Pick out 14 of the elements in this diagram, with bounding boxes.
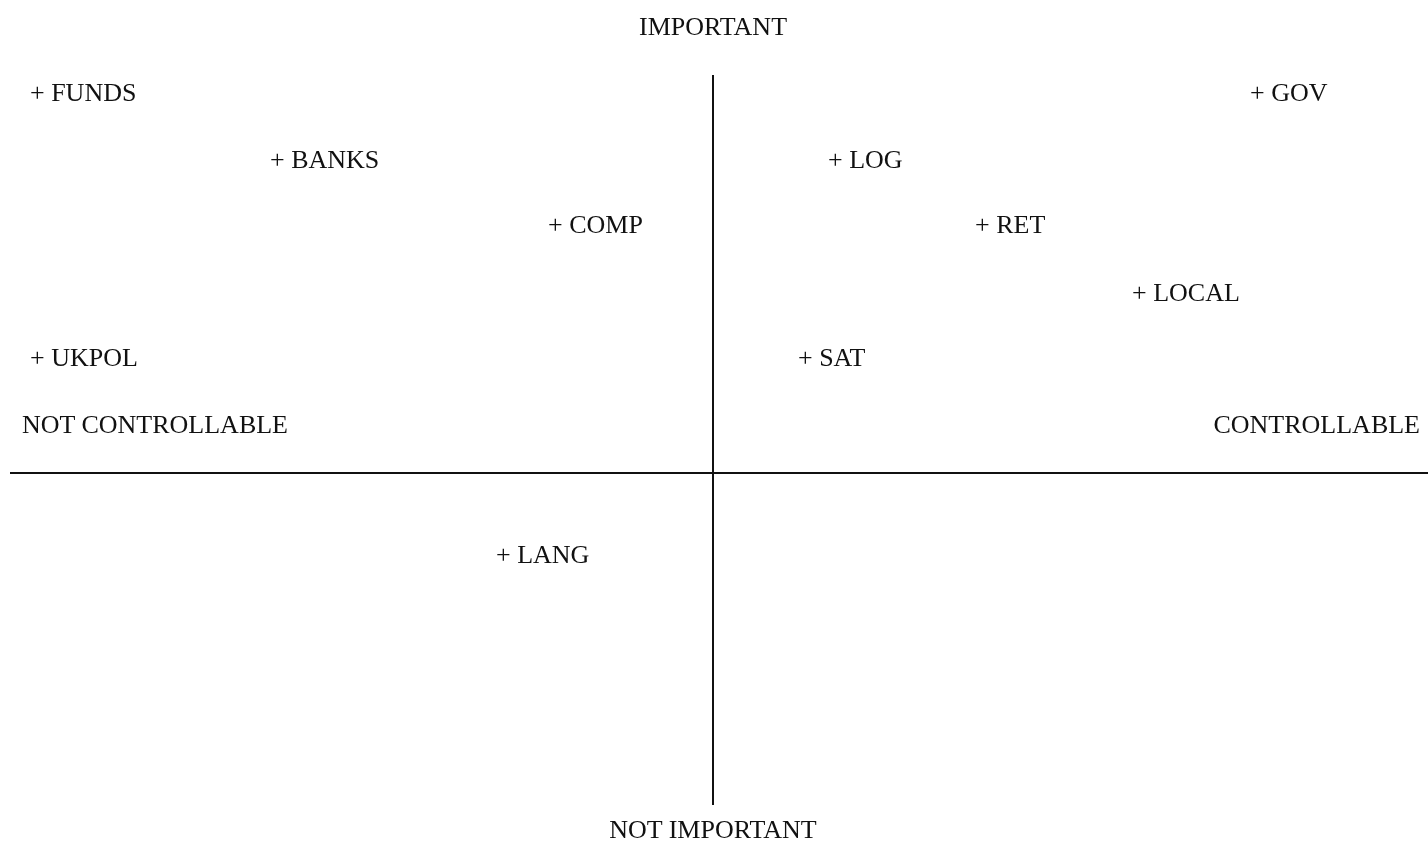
point-label: + LOG (828, 145, 903, 175)
point-label: + GOV (1250, 78, 1328, 108)
point-label: + LANG (496, 540, 590, 570)
point-label: + BANKS (270, 145, 380, 175)
point-label: + FUNDS (30, 78, 137, 108)
point-label: + RET (975, 210, 1046, 240)
axis-label: CONTROLLABLE (1213, 410, 1420, 440)
point-label: + COMP (548, 210, 643, 240)
point-label: + SAT (798, 343, 866, 373)
axis-label: NOT CONTROLLABLE (22, 410, 288, 440)
axis-label: NOT IMPORTANT (609, 815, 817, 845)
point-label: + UKPOL (30, 343, 138, 373)
axis-label: IMPORTANT (639, 12, 787, 42)
point-label: + LOCAL (1132, 278, 1240, 308)
